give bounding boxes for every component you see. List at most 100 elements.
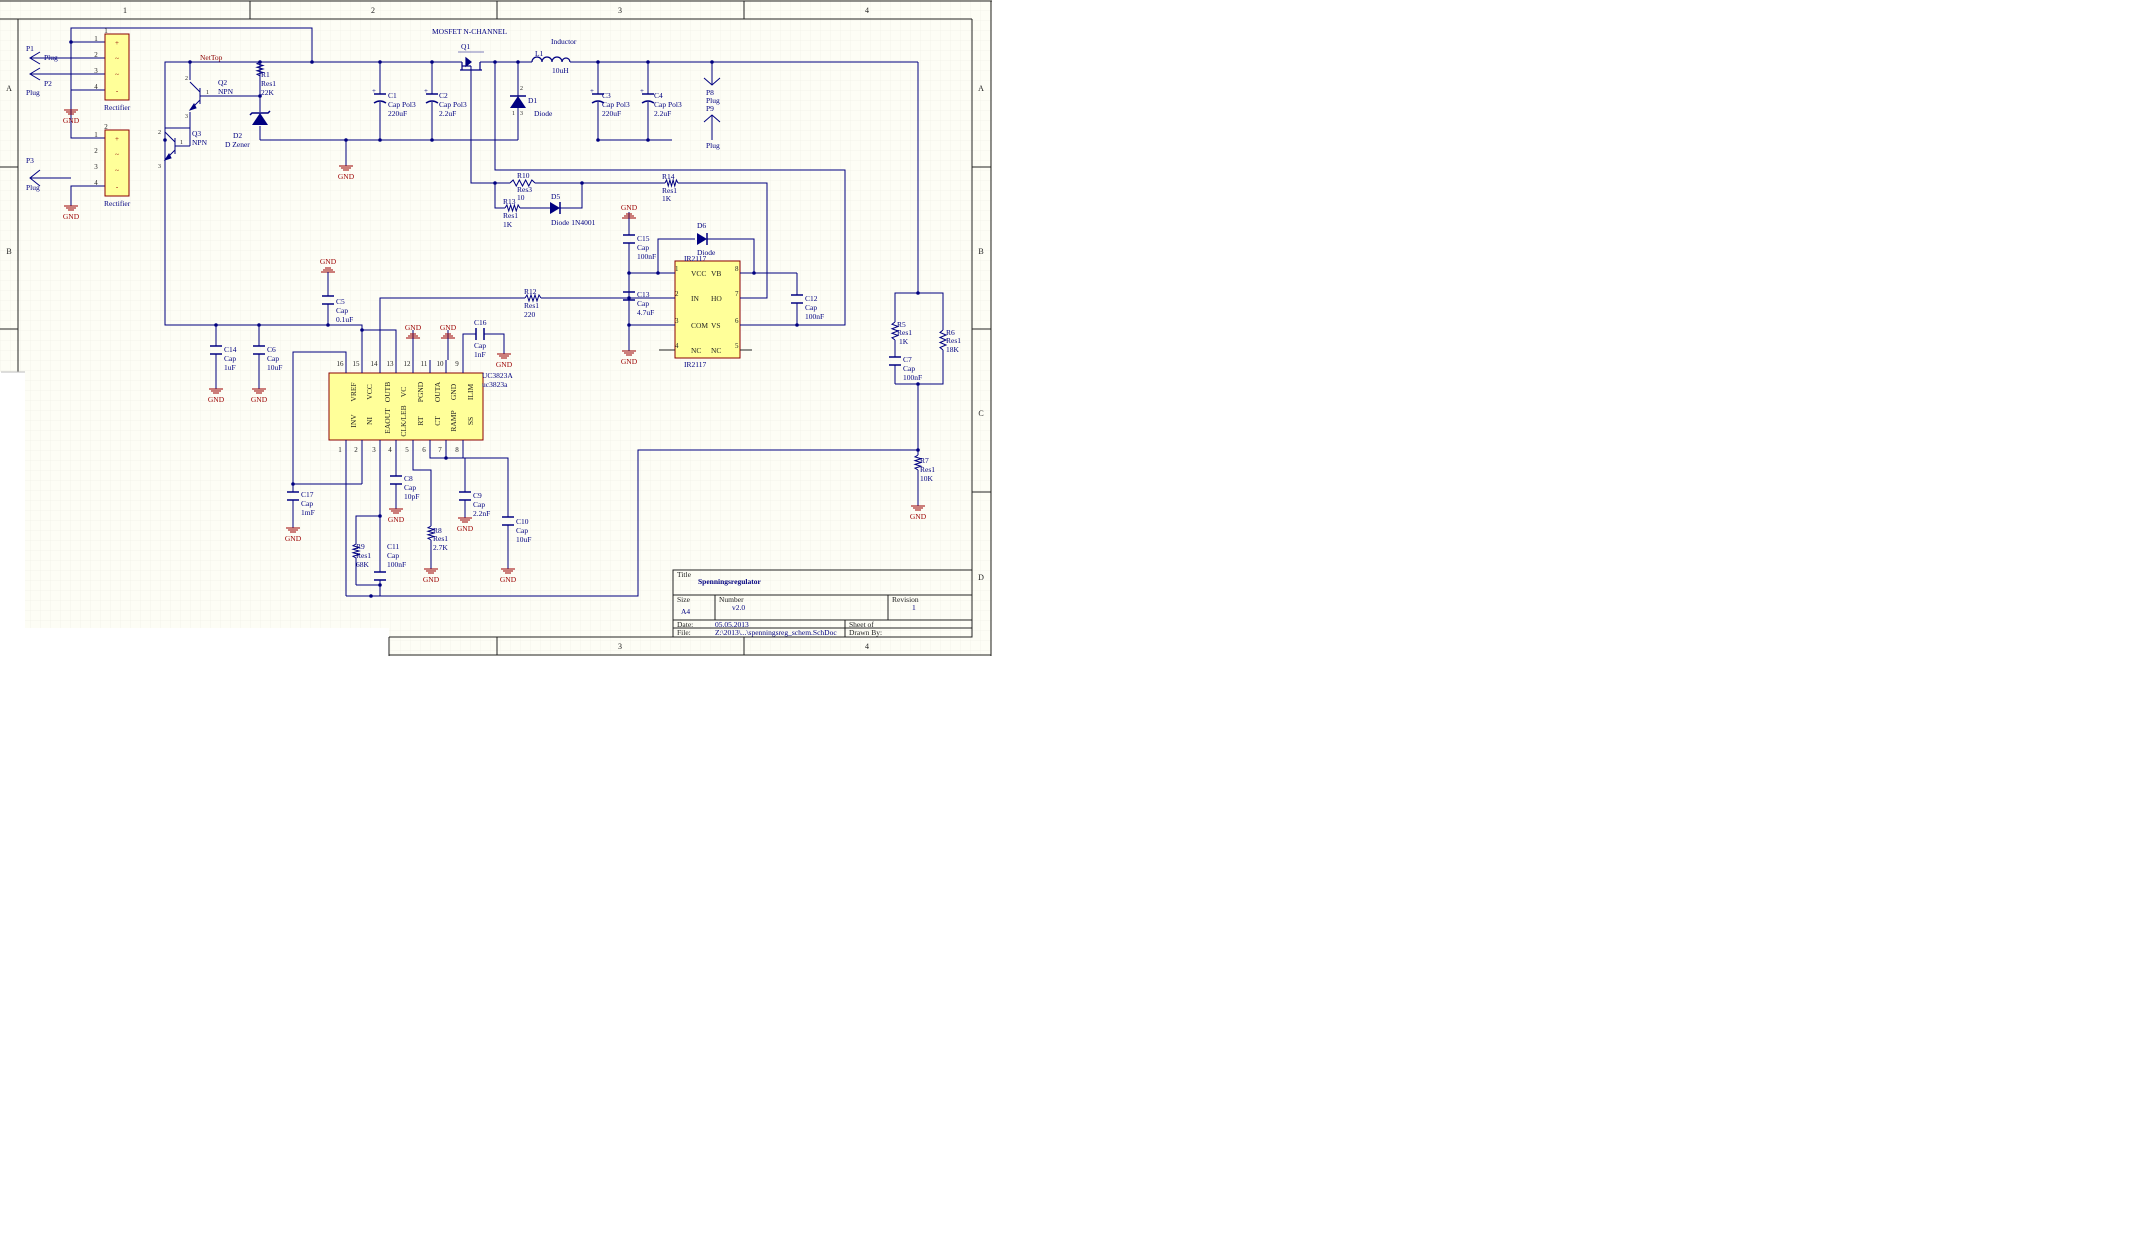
- q1-title: MOSFET N-CHANNEL: [432, 27, 507, 36]
- c17-value: 1mF: [301, 508, 315, 517]
- title-label: Title: [677, 570, 692, 579]
- uc3823-bottom-pinnum: 5: [405, 446, 409, 454]
- c3-value: 220uF: [602, 109, 621, 118]
- r8-type: Res1: [433, 534, 448, 543]
- polarity-plus: +: [640, 87, 644, 95]
- l1-designator: L1: [535, 49, 544, 58]
- q3-pin-1: 1: [180, 140, 183, 146]
- p2-label: Plug: [26, 88, 40, 97]
- q2-npn-transistor: [188, 81, 201, 111]
- q1-designator: Q1: [461, 42, 470, 51]
- c1-capacitor: +: [372, 87, 387, 104]
- gnd-label: GND: [500, 575, 517, 584]
- p1-label: Plug: [44, 53, 58, 62]
- date-label: Date:: [677, 620, 693, 629]
- r12-designator: R12: [524, 287, 537, 296]
- row-label-c-right: C: [978, 409, 983, 418]
- uc3823-top-pinnum: 10: [437, 360, 445, 368]
- drawn-by-label: Drawn By:: [849, 628, 882, 637]
- rect2-pin-4: 4: [94, 179, 98, 187]
- uc3823-bottom-pinnum: 1: [338, 446, 342, 454]
- r10-value: 10: [517, 193, 525, 202]
- r10-designator: R10: [517, 171, 530, 180]
- rect2-sign-1: +: [115, 135, 119, 143]
- ir2117-ic: IR2117 IR2117 VCC IN COM NC VB HO VS NC …: [659, 254, 754, 369]
- revision-value: 1: [912, 603, 916, 612]
- c9-type: Cap: [473, 500, 485, 509]
- d1-pin-2: 2: [520, 86, 523, 92]
- p9-label: Plug: [706, 141, 720, 150]
- d1-value: Diode: [534, 109, 553, 118]
- r13-resistor: [504, 203, 521, 213]
- gnd-symbol: GND: [457, 514, 474, 533]
- p2-designator: P2: [44, 79, 52, 88]
- gnd-symbol: GND: [440, 323, 457, 342]
- r8-designator: R8: [433, 526, 442, 535]
- d2-value: D Zener: [225, 140, 250, 149]
- uc3823-comment: uc3823a: [482, 380, 508, 389]
- uc3823-bottom-pinnum: 2: [354, 446, 358, 454]
- row-label-b-right: B: [978, 247, 983, 256]
- gnd-symbol: GND: [910, 502, 927, 521]
- ir2117-pinnum-4: 4: [675, 342, 679, 350]
- r7-resistor: [913, 454, 923, 471]
- uc3823-bottom-pinnum: 6: [422, 446, 426, 454]
- r14-resistor: [664, 178, 679, 188]
- r10-resistor: [509, 178, 536, 188]
- junctions: [69, 40, 920, 598]
- uc3823a-ic: UC3823A uc3823a 16VREF15VCC14OUTB13VC12P…: [328, 360, 513, 454]
- c7-capacitor: [889, 356, 901, 366]
- gnd-label: GND: [457, 524, 474, 533]
- uc3823-bottom-pinname: RAMP: [449, 410, 458, 431]
- inductor-l1: [531, 56, 571, 63]
- plug-p8-p9: [703, 77, 721, 123]
- rect1-sign-3: ~: [115, 71, 119, 79]
- uc3823-bottom-pinname: CT: [433, 416, 442, 426]
- gnd-symbol: GND: [251, 385, 268, 404]
- netlabel-nettop: NetTop: [200, 53, 223, 62]
- file-value: Z:\2013\...\spenningsreg_schem.SchDoc: [715, 628, 837, 637]
- r1-designator: R1: [261, 70, 270, 79]
- c8-value: 10pF: [404, 492, 419, 501]
- q1-mosfet: [458, 51, 484, 71]
- c6-designator: C6: [267, 345, 276, 354]
- uc3823-top-pinname: OUTA: [433, 381, 442, 402]
- r12-value: 220: [524, 310, 536, 319]
- rect1-designator: 1: [104, 27, 108, 35]
- gnd-label: GND: [320, 257, 337, 266]
- c15-value: 100nF: [637, 252, 656, 261]
- r5-resistor: [890, 321, 900, 341]
- gnd-symbol: GND: [320, 257, 337, 276]
- uc3823-designator: UC3823A: [482, 371, 513, 380]
- d5-value: Diode 1N4001: [551, 218, 596, 227]
- c5-value: 0.1uF: [336, 315, 353, 324]
- rect1-pin-2: 2: [94, 51, 98, 59]
- c1-designator: C1: [388, 91, 397, 100]
- date-value: 05.05.2013: [715, 620, 749, 629]
- c14-value: 1uF: [224, 363, 236, 372]
- uc3823-bottom-pinname: RT: [416, 416, 425, 426]
- gnd-symbol: GND: [500, 565, 517, 584]
- uc3823-top-pinname: PGND: [416, 381, 425, 402]
- ir2117-pin-vb: VB: [711, 269, 721, 278]
- c1-type: Cap Pol3: [388, 100, 416, 109]
- c13-designator: C13: [637, 290, 650, 299]
- gnd-label: GND: [621, 357, 638, 366]
- r12-type: Res1: [524, 301, 539, 310]
- gnd-symbol: GND: [621, 347, 638, 366]
- r13-designator: R13: [503, 197, 516, 206]
- c8-type: Cap: [404, 483, 416, 492]
- p8-label: Plug: [706, 96, 720, 105]
- col-label-1: 1: [123, 6, 127, 15]
- c5-designator: C5: [336, 297, 345, 306]
- d6-diode: [697, 233, 708, 245]
- c11-type: Cap: [387, 551, 399, 560]
- c17-capacitor: [287, 491, 299, 501]
- c10-type: Cap: [516, 526, 528, 535]
- q2-pin-1: 1: [206, 90, 209, 96]
- number-label: Number: [719, 595, 744, 604]
- row-label-a-right: A: [978, 84, 984, 93]
- r1-type: Res1: [261, 79, 276, 88]
- gnd-symbol: GND: [63, 202, 80, 221]
- d2-zener-diode: [249, 110, 271, 125]
